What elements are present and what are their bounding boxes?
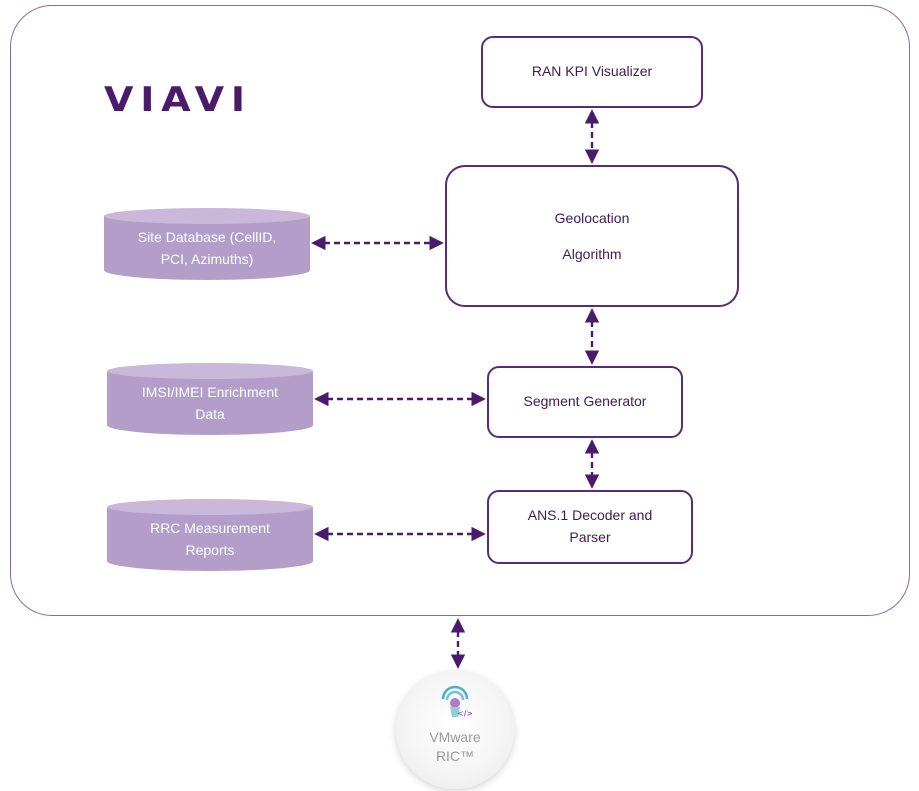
ran-kpi-visualizer-box: RAN KPI Visualizer	[481, 36, 703, 108]
enrichment-data-label: IMSI/IMEI Enrichment Data	[141, 384, 279, 422]
asn-decoder-parser-box: ANS.1 Decoder and Parser	[487, 490, 693, 564]
rrc-reports-label: RRC Measurement Reports	[150, 520, 270, 558]
viavi-logo: VIAVI	[104, 80, 252, 120]
ric-label-ric: RIC™	[435, 748, 475, 764]
database-icon	[104, 208, 310, 280]
ric-signal-icon: </>	[441, 685, 472, 718]
segment-generator-label: Segment Generator	[523, 393, 647, 410]
vmware-ric-badge: </> VMware RIC™	[396, 671, 514, 789]
segment-generator-box: Segment Generator	[487, 366, 683, 438]
ran-kpi-visualizer-label: RAN KPI Visualizer	[531, 63, 653, 80]
rrc-reports-cylinder: RRC Measurement Reports	[107, 498, 313, 572]
system-boundary	[10, 5, 910, 616]
database-icon	[107, 363, 313, 435]
geolocation-algorithm-label: Geolocation Algorithm	[554, 209, 630, 262]
database-icon	[107, 499, 313, 571]
svg-text:</>: </>	[457, 709, 472, 718]
asn-decoder-parser-label: ANS.1 Decoder and Parser	[527, 507, 653, 545]
ric-label-vmware: VMware	[429, 729, 481, 745]
enrichment-data-cylinder: IMSI/IMEI Enrichment Data	[107, 362, 313, 436]
site-database-label: Site Database (CellID, PCI, Azimuths)	[137, 229, 277, 267]
geolocation-algorithm-box: Geolocation Algorithm	[445, 165, 739, 307]
site-database-cylinder: Site Database (CellID, PCI, Azimuths)	[104, 207, 310, 281]
